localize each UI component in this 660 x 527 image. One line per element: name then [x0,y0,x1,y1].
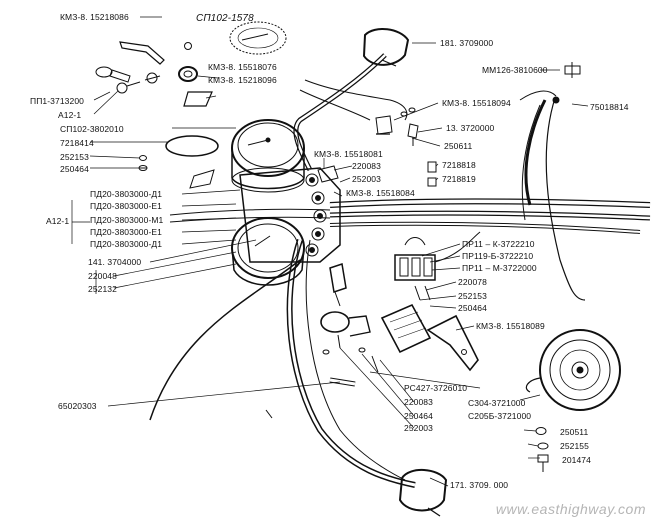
connector-15518094 [375,115,393,135]
label-sp102-3802010: СП102-3802010 [60,124,124,134]
label-a12-1-top: А12-1 [58,110,82,120]
label-201474: 201474 [562,455,591,465]
label-kmz-15218096: КМЗ-8. 15218096 [208,75,277,85]
label-252003-bottom: 252003 [404,423,433,433]
label-mm126-3810600: ММ126-3810600 [482,65,548,75]
watermark-text: www.easthighway.com [495,501,646,517]
bulb-socket-part [95,66,131,83]
right-harness-branch [521,97,586,301]
label-171-3709-000: 171. 3709. 000 [450,480,509,490]
speedometer-gauge [231,119,305,193]
label-kmz-15518076: КМЗ-8. 15518076 [208,62,277,72]
label-pp1-3713200: ПП1-3713200 [30,96,84,106]
fastener-250511 [535,427,547,435]
label-kmz-15518081: КМЗ-8. 15518081 [314,149,383,159]
fastener-252155 [537,442,549,450]
label-pr11-m: ПР11 – М-3722000 [462,263,537,273]
label-kmz-15218086: КМЗ-8. 15218086 [60,12,129,22]
label-7218818: 7218818 [442,160,476,170]
lamp-holder-a12 [116,72,161,94]
ignition-switch-connector [362,28,410,67]
label-kmz-15518084: КМЗ-8. 15518084 [346,188,415,198]
leader-lines [71,16,589,487]
label-250464-left: 250464 [60,164,89,174]
label-220078: 220078 [458,277,487,287]
label-pd20-d1-top: ПД20-3803000-Д1 [90,189,163,199]
sealing-ring [165,135,219,157]
fasteners-7218818 [427,161,437,187]
label-c205b: С205Б-3721000 [468,411,532,421]
label-141-3704000: 141. 3704000 [88,257,142,267]
label-250511: 250511 [560,427,589,437]
label-pd20-d1-bottom: ПД20-3803000-Д1 [90,239,163,249]
main-wire-harness [169,198,651,234]
connector-plate-15518089 [380,303,432,354]
label-7218819: 7218819 [442,174,476,184]
cover-plate-2 [189,169,215,189]
fuse-block [394,237,436,281]
sensor-lead [519,90,557,101]
label-pd20-m1: ПД20-3803000-М1 [90,215,164,225]
mounting-bracket [426,314,479,372]
label-sp102-1578: СП102-1578 [196,13,254,24]
label-kmz-15518094: КМЗ-8. 15518094 [442,98,511,108]
bottom-switch-connector [398,469,448,517]
label-pr11-k: ПР11 – К-3722210 [462,239,535,249]
label-252132: 252132 [88,284,117,294]
label-kmz-15518089: КМЗ-8. 15518089 [476,321,545,331]
bracket-part [119,41,165,65]
label-250464-bottom: 250464 [404,411,433,421]
label-75018814: 75018814 [590,102,629,112]
speedometer-dial-face [229,21,287,55]
label-252153-left: 252153 [60,152,89,162]
screw-washer-left [138,155,148,171]
cover-plate-part [183,91,213,107]
label-rs427: РС427-3726010 [404,383,468,393]
label-252153-right: 252153 [458,291,487,301]
left-ground-lead [149,259,301,421]
lower-harness-branch [286,239,416,488]
label-a12-1-group: А12-1 [46,216,70,226]
plug-connector [329,263,347,307]
horn-c304 [525,329,621,411]
connector-15518081 [317,165,339,183]
label-250464-right: 250464 [458,303,487,313]
label-252003-top: 252003 [352,174,381,184]
label-220083-bottom: 220083 [404,397,433,407]
label-181-3709000: 181. 3709000 [440,38,494,48]
temperature-sensor [564,62,581,78]
bolt-201474 [537,454,549,472]
relay-rs427 [320,311,371,349]
instrument-cluster-housing [239,167,341,263]
label-13-3720000: 13. 3720000 [446,123,495,133]
label-220048: 220048 [88,271,117,281]
label-220083-top: 220083 [352,161,381,171]
grommet-part [178,42,198,82]
label-pd20-e1-bottom: ПД20-3803000-Е1 [90,227,162,237]
label-7218414: 7218414 [60,138,94,148]
fasteners-bottom-center [265,347,379,419]
combination-gauge [231,217,305,286]
label-65020303: 65020303 [58,401,97,411]
label-c304: С304-3721000 [468,398,526,408]
switch-13-3720000 [407,123,419,146]
label-250611: 250611 [444,141,473,151]
label-252155: 252155 [560,441,589,451]
label-pr119-b: ПР119-Б-3722210 [462,251,534,261]
label-pd20-e1-top: ПД20-3803000-Е1 [90,201,162,211]
